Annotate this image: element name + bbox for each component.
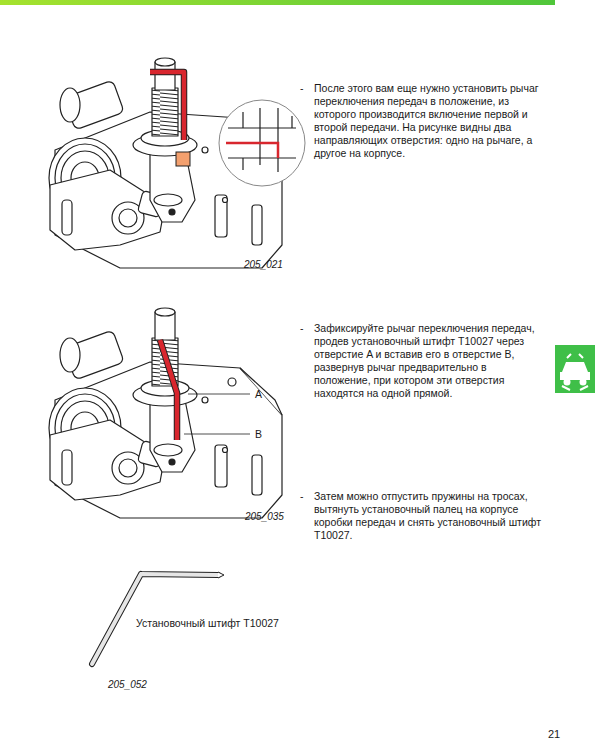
figure-number: 205_035 [245, 510, 289, 523]
paragraph: После этого вам еще нужно установить рыч… [314, 82, 542, 160]
bullet-dash: - [300, 490, 312, 503]
callout-letter: B [255, 428, 269, 441]
paragraph: Зафиксируйте рычаг переключения передач,… [314, 322, 542, 400]
figure-number: 205_021 [244, 258, 288, 271]
bullet-dash: - [300, 322, 312, 335]
page-number: 21 [548, 728, 572, 741]
figure-number: 205_052 [108, 678, 152, 691]
bullet-dash: - [300, 82, 312, 95]
callout-letter: A [255, 388, 269, 401]
tool-caption: Установочный штифт T10027 [136, 617, 286, 630]
paragraph: Затем можно отпустить пружины на тросах,… [314, 490, 542, 542]
